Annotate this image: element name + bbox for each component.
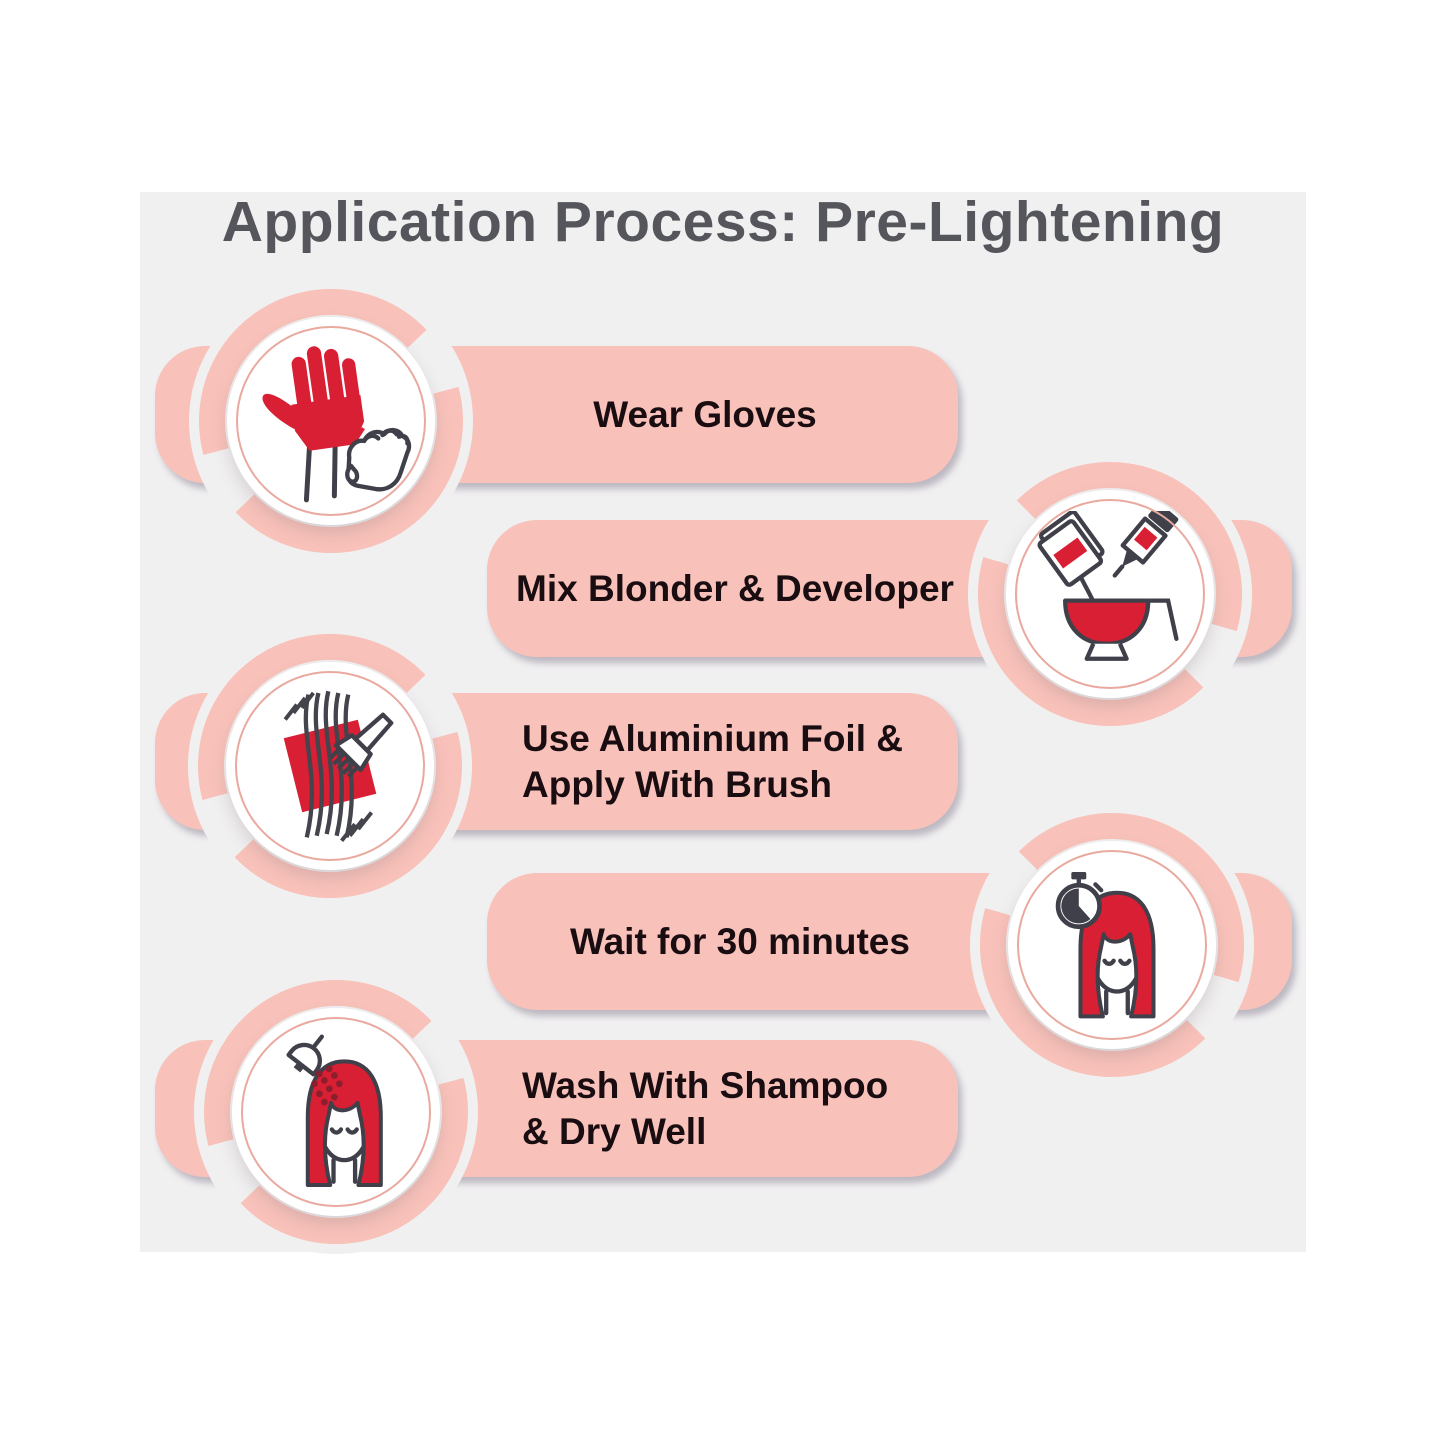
step2-badge (1006, 490, 1214, 698)
page-title: Application Process: Pre-Lightening (221, 190, 1225, 254)
aluminium-foil-brush-icon (283, 690, 394, 842)
step1-label: Wear Gloves (593, 393, 817, 435)
step4-label: Wait for 30 minutes (570, 920, 910, 962)
step3-arc-decoration (198, 634, 462, 898)
step4-badge (1008, 841, 1216, 1049)
step5-label: Wash With Shampoo & Dry Well (522, 1064, 889, 1152)
wash-shampoo-dry-icon (286, 1034, 383, 1188)
step5-badge (232, 1008, 440, 1216)
step3-badge (226, 662, 434, 870)
step5-arc-decoration (204, 980, 468, 1244)
step4-arc-decoration (980, 813, 1244, 1077)
step1-arc-decoration (199, 289, 463, 553)
step2-arc-decoration (978, 462, 1242, 726)
step1-badge (227, 317, 435, 525)
step2-label: Mix Blonder & Developer (516, 567, 954, 609)
wear-gloves-icon (262, 346, 412, 503)
mix-blonder-developer-icon (1037, 511, 1179, 661)
step3-label: Use Aluminium Foil & Apply With Brush (522, 717, 903, 805)
timer-30-minutes-icon (1055, 871, 1156, 1019)
